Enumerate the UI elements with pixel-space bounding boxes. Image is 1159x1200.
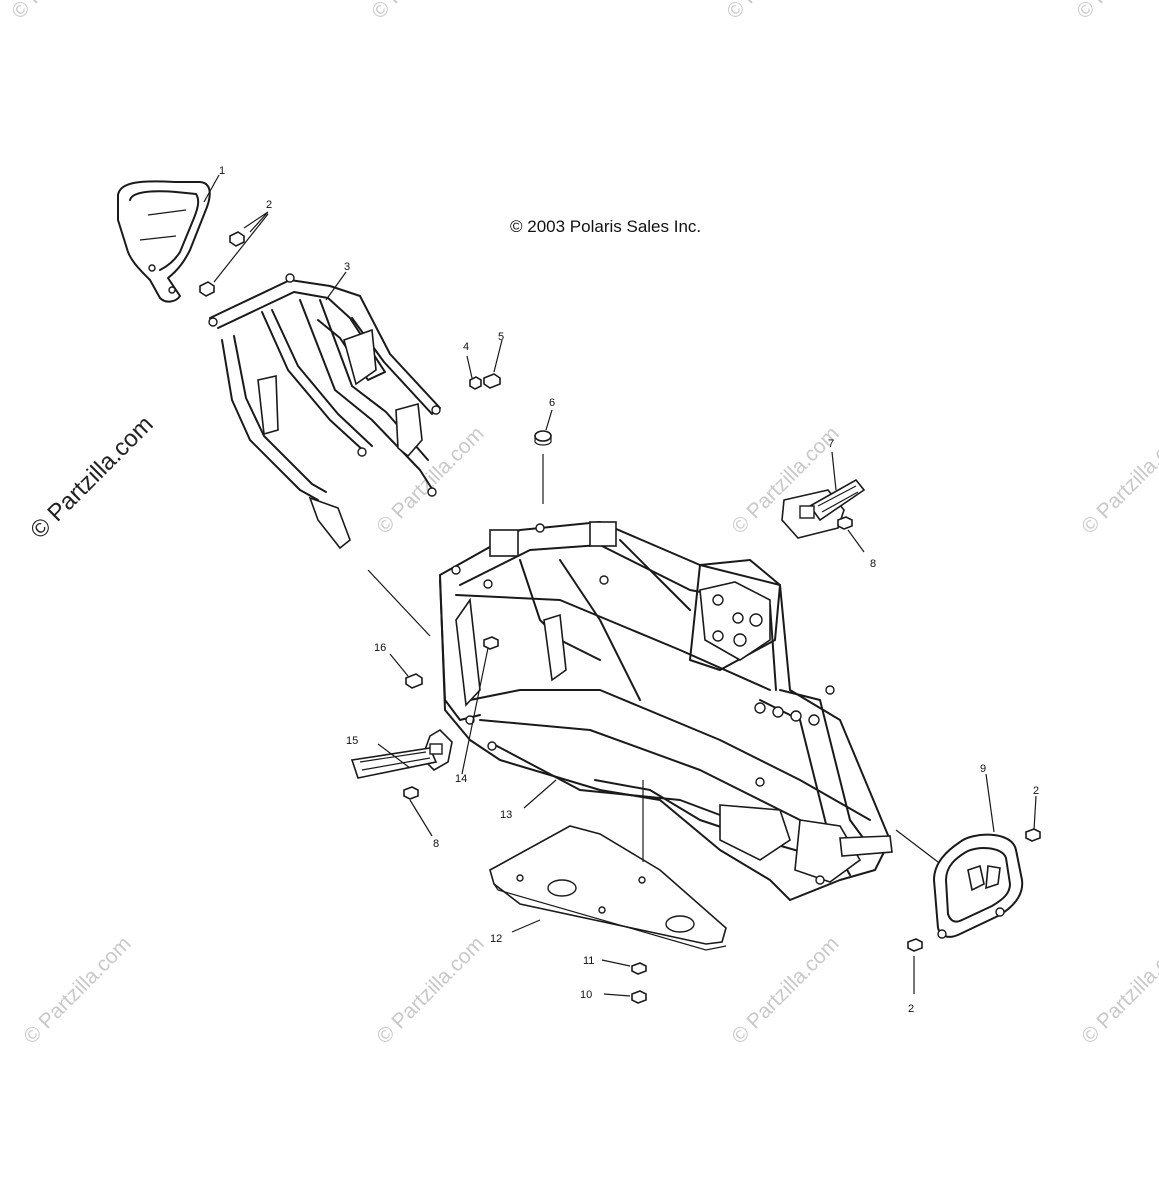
callout-15: 15 <box>346 735 358 747</box>
callout-3: 3 <box>344 261 350 273</box>
nut-icon <box>469 376 482 390</box>
footrest-icon <box>781 478 866 539</box>
callout-6: 6 <box>549 397 555 409</box>
watermark-tile: © Partzilla.com <box>367 0 483 24</box>
bolt-icon <box>907 828 1041 952</box>
watermark-side: © Partzilla.com <box>25 411 158 544</box>
front-bumper-icon <box>933 833 1024 939</box>
callout-8: 8 <box>870 558 876 570</box>
callout-labels: 1 2 3 4 5 6 7 8 16 15 14 13 8 9 2 12 11 … <box>219 165 1039 1015</box>
main-frame-icon <box>439 521 893 901</box>
watermark-tile: © Partzilla.com <box>1077 422 1159 538</box>
watermark-tile: © Partzilla.com <box>372 932 488 1048</box>
callout-1: 1 <box>219 165 225 177</box>
callout-11: 11 <box>583 955 594 967</box>
callout-2: 2 <box>1033 785 1039 797</box>
bolt-icon <box>199 231 245 297</box>
skid-plate-icon <box>489 825 727 951</box>
bolt-icon <box>631 990 647 1004</box>
callout-5: 5 <box>498 331 504 343</box>
callout-9: 9 <box>980 763 986 775</box>
rear-grab-bar-icon <box>117 180 211 303</box>
watermark-tile: © Partzilla.com <box>7 0 123 24</box>
nut-icon <box>483 636 499 650</box>
callout-7: 7 <box>828 438 834 450</box>
nut-icon <box>631 962 647 975</box>
watermark-tile: © Partzilla.com <box>19 932 135 1048</box>
bolt-icon <box>405 673 423 689</box>
callout-10: 10 <box>580 989 592 1001</box>
callout-2: 2 <box>266 199 272 211</box>
callout-4: 4 <box>463 341 469 353</box>
callout-14: 14 <box>455 773 467 785</box>
watermark-tile: © Partzilla.com <box>727 932 843 1048</box>
plug-icon <box>534 430 552 446</box>
callout-16: 16 <box>374 642 386 654</box>
copyright-notice: © 2003 Polaris Sales Inc. <box>510 217 701 236</box>
callout-12: 12 <box>490 933 502 945</box>
bolt-icon <box>403 786 419 800</box>
callout-13: 13 <box>500 809 512 821</box>
callout-2: 2 <box>908 1003 914 1015</box>
bolt-icon <box>837 516 853 530</box>
watermark-tile: © Partzilla.com <box>1077 932 1159 1048</box>
leader-lines <box>203 174 1037 997</box>
footrest-icon <box>350 728 453 779</box>
rear-subframe-icon <box>208 273 441 550</box>
bolt-icon <box>483 373 501 389</box>
watermark-tile: © Partzilla.com <box>722 0 838 24</box>
callout-8: 8 <box>433 838 439 850</box>
watermark-tile: © Partzilla.com <box>1072 0 1159 24</box>
